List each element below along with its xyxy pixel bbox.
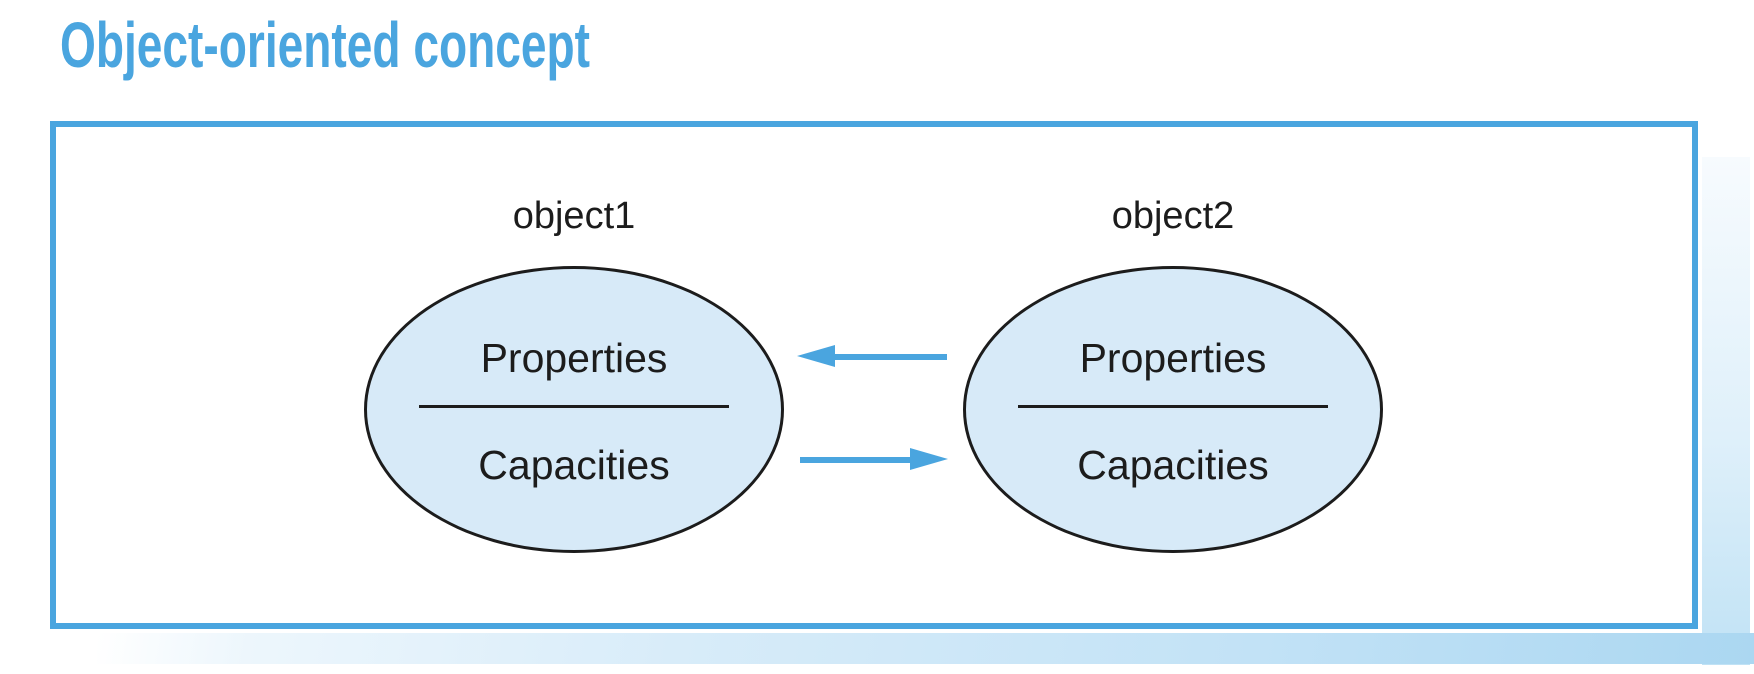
object2-capacities-label: Capacities	[1077, 442, 1269, 488]
object2-divider-line	[1018, 405, 1328, 408]
object2-ellipse: Properties Capacities	[963, 266, 1383, 553]
figure-title: Object-oriented concept	[60, 9, 590, 81]
arrow-left-head	[797, 345, 835, 367]
arrow-right-head	[910, 448, 948, 470]
arrow-right-icon	[800, 448, 948, 471]
object1-label: object1	[512, 195, 636, 237]
object1-divider-line	[419, 405, 729, 408]
background-gradient-strip-right	[1702, 157, 1750, 665]
object1-capacities-label: Capacities	[478, 442, 670, 488]
arrow-left-icon	[797, 345, 947, 368]
diagram-frame	[50, 121, 1698, 629]
arrow-left-shaft	[833, 353, 947, 360]
object1-properties-label: Properties	[480, 335, 668, 381]
object2-label: object2	[1111, 195, 1235, 237]
arrow-right-shaft	[800, 456, 912, 463]
background-gradient-band-bottom	[97, 633, 1754, 664]
object2-properties-label: Properties	[1079, 335, 1267, 381]
object1-ellipse: Properties Capacities	[364, 266, 784, 553]
